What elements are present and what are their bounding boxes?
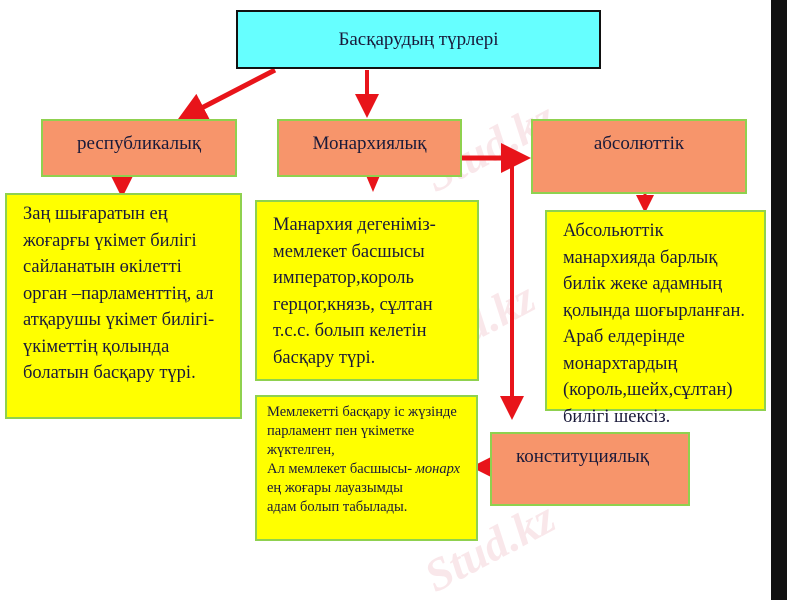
description-italic: монарх [415, 461, 461, 477]
category-label: Монархиялық [312, 133, 427, 154]
arrow-title-to-republic [176, 67, 277, 121]
category-label: абсолюттік [593, 133, 685, 154]
description-constitutional: Мемлекетті басқару іс жүзінде парламент … [255, 395, 478, 541]
description-text: Заң шығаратын ең жоғарғы үкімет билігі с… [23, 204, 215, 383]
description-line: парламент пен үкіметке [267, 423, 415, 439]
description-line: ең жоғары лауазымды [267, 480, 403, 496]
description-monarchy: Манархия дегеніміз- мемлекет басшысы имп… [255, 200, 479, 381]
description-text: Манархия дегеніміз- мемлекет басшысы имп… [273, 215, 436, 368]
category-absolute: абсолюттік [531, 119, 747, 194]
category-constitutional: конституциялық [490, 432, 690, 506]
category-monarchy: Монархиялық [277, 119, 462, 177]
description-absolute: Абсольюттік манархияда барлық билік жеке… [545, 210, 766, 427]
description-text: Ал мемлекет басшысы- [267, 461, 416, 477]
description-line: адам болып табылады. [267, 499, 408, 515]
title-box: Басқарудың түрлері [236, 10, 601, 69]
category-label: конституциялық [516, 446, 649, 467]
description-line: Ал мемлекет басшысы- монарх [267, 460, 468, 479]
description-text: Абсольюттік манархияда барлық билік жеке… [563, 221, 745, 427]
description-line: жүктелген, [267, 442, 335, 458]
category-label: республикалық [76, 133, 202, 154]
window-edge [771, 0, 787, 600]
category-republic: республикалық [41, 119, 237, 177]
description-republic: Заң шығаратын ең жоғарғы үкімет билігі с… [5, 193, 242, 419]
title-text: Басқарудың түрлері [338, 28, 499, 50]
description-line: Мемлекетті басқару іс жүзінде [267, 404, 457, 420]
